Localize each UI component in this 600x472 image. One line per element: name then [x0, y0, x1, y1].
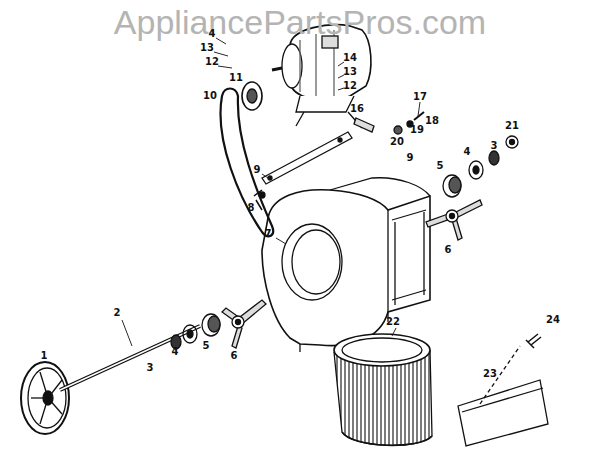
callout-number: 19: [410, 125, 424, 135]
callout-number: 8: [248, 203, 255, 213]
callout-number: 18: [425, 116, 439, 126]
callout-number: 13: [343, 67, 357, 77]
motor-mount-hardware: [354, 112, 518, 197]
callout-number: 10: [203, 91, 217, 101]
cutoff-plate: [458, 334, 548, 446]
callout-number: 5: [437, 161, 444, 171]
callout-number: 23: [483, 369, 497, 379]
pulley: [21, 362, 69, 434]
callout-number: 11: [229, 73, 243, 83]
callout-number: 7: [265, 229, 272, 239]
callout-number: 6: [445, 245, 452, 255]
callout-number: 9: [407, 153, 414, 163]
callout-number: 17: [413, 92, 427, 102]
bearing-bracket: [426, 200, 482, 240]
drive-belt: [221, 89, 274, 237]
callout-number: 16: [350, 104, 364, 114]
callout-number: 20: [390, 137, 404, 147]
callout-number: 14: [343, 53, 357, 63]
motor-rail: [254, 132, 352, 210]
callout-number: 4: [172, 347, 179, 357]
motor-pulley: [242, 82, 262, 110]
bearing-bracket: [222, 300, 266, 348]
callout-number: 9: [254, 165, 261, 175]
blower-housing: [262, 178, 430, 352]
bearing-set: [171, 314, 220, 349]
callout-number: 2: [114, 308, 121, 318]
callout-number: 12: [343, 81, 357, 91]
callout-number: 3: [491, 141, 498, 151]
callout-number: 4: [464, 147, 471, 157]
blower-wheel: [334, 334, 432, 445]
callout-number: 5: [203, 341, 210, 351]
callout-number: 4: [209, 29, 216, 39]
callout-number: 12: [205, 57, 219, 67]
leader-lines: [122, 38, 420, 346]
callout-number: 1: [41, 351, 48, 361]
callout-number: 3: [147, 363, 154, 373]
shaft: [60, 326, 200, 390]
callout-number: 22: [386, 317, 400, 327]
callout-number: 6: [231, 351, 238, 361]
callout-number: 24: [546, 315, 560, 325]
callout-number: 21: [505, 121, 519, 131]
watermark: AppliancePartsPros.com: [114, 5, 486, 39]
callout-number: 13: [200, 43, 214, 53]
motor: [272, 25, 371, 128]
